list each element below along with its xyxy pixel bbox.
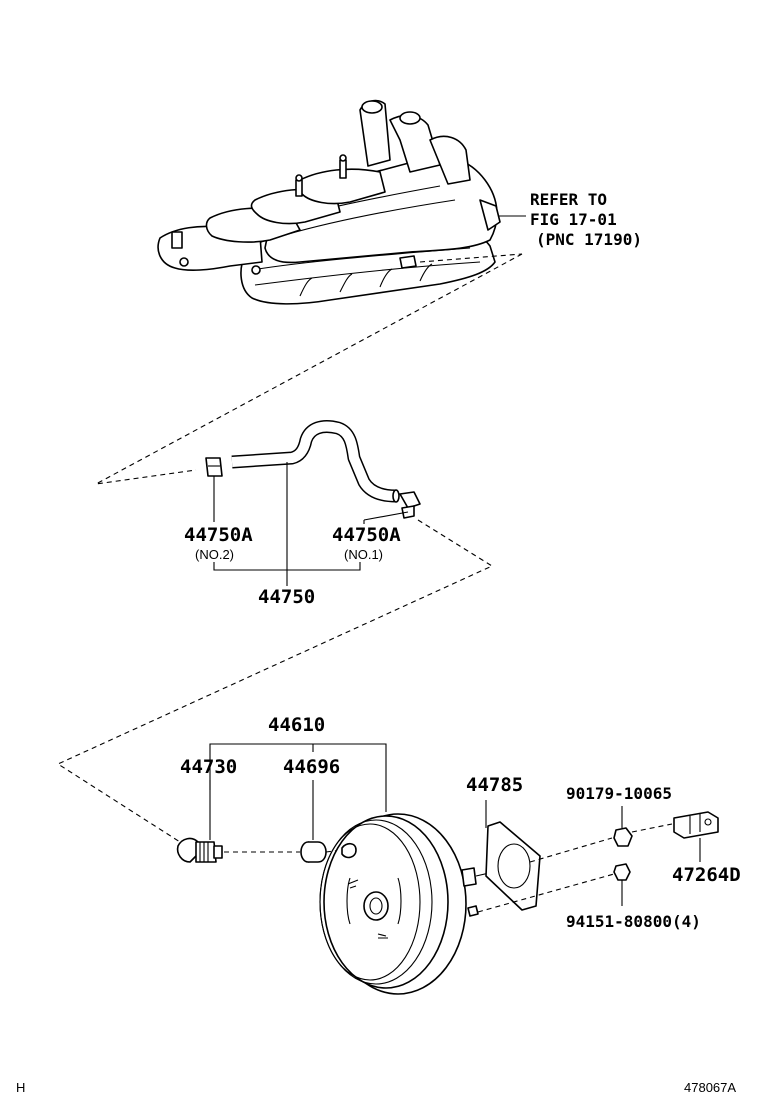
lower-nut [613,863,631,881]
intake-manifold-drawing [157,99,501,305]
check-valve-number: 44730 [180,756,237,778]
clevis-line [631,823,673,833]
booster-assy-number: 44610 [268,714,325,736]
brake-booster [319,813,521,995]
clamp-no1-note: (NO.1) [344,547,383,562]
manifold-hose-connection-line [95,253,523,485]
lower-nut-number: 94151-80800(4) [566,912,701,931]
lower-stud-line [477,873,615,913]
hose-group-bracket [213,562,361,571]
clevis [673,811,719,839]
clamp-no1-number: 44750A [332,524,401,546]
reference-line3: (PNC 17190) [536,230,642,249]
grommet [300,841,327,863]
footer-left-code: H [16,1080,25,1095]
reference-line2: FIG 17-01 [530,210,617,229]
clamp-no2-number: 44750A [184,524,253,546]
hose-number: 44750 [258,586,315,608]
check-valve [176,837,223,863]
booster-group-bracket [209,743,387,812]
clamp-no1-leader [363,511,409,521]
manifold-port-line [419,253,523,263]
clamp-no2-note: (NO.2) [195,547,234,562]
clevis-number: 47264D [672,864,741,886]
hose-clamp-no2 [205,457,223,477]
upper-nut [613,827,633,847]
figure-id: 478067A [684,1080,736,1095]
reference-line1: REFER TO [530,190,607,209]
upper-stud-line [529,837,613,863]
hose-valve-connection-line [56,519,494,843]
upper-nut-number: 90179-10065 [566,784,672,803]
grommet-number: 44696 [283,756,340,778]
hose-clamp-no1 [399,491,421,519]
vacuum-hose-drawing [231,420,400,503]
gasket-number: 44785 [466,774,523,796]
gasket [485,821,541,911]
